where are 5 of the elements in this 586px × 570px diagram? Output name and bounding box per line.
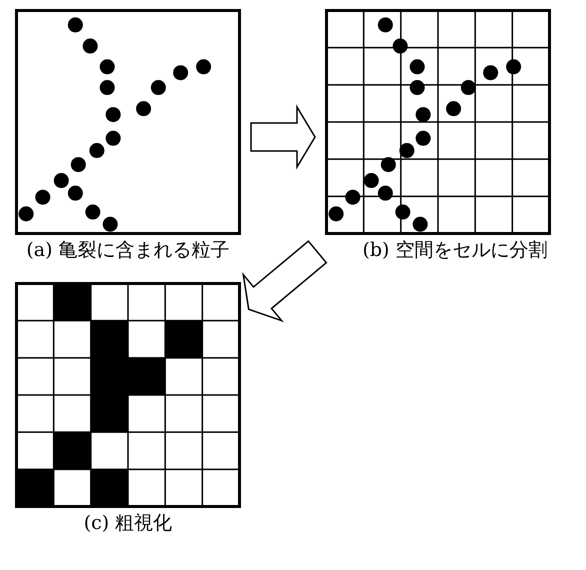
node-label: (a) 亀裂に含まれる粒子 <box>25 238 231 263</box>
block-arrow <box>250 104 316 170</box>
node-label: (b) 空間をセルに分割 <box>361 238 549 263</box>
node-label: (c) 粗視化 <box>82 511 174 536</box>
block-arrow <box>242 240 328 322</box>
